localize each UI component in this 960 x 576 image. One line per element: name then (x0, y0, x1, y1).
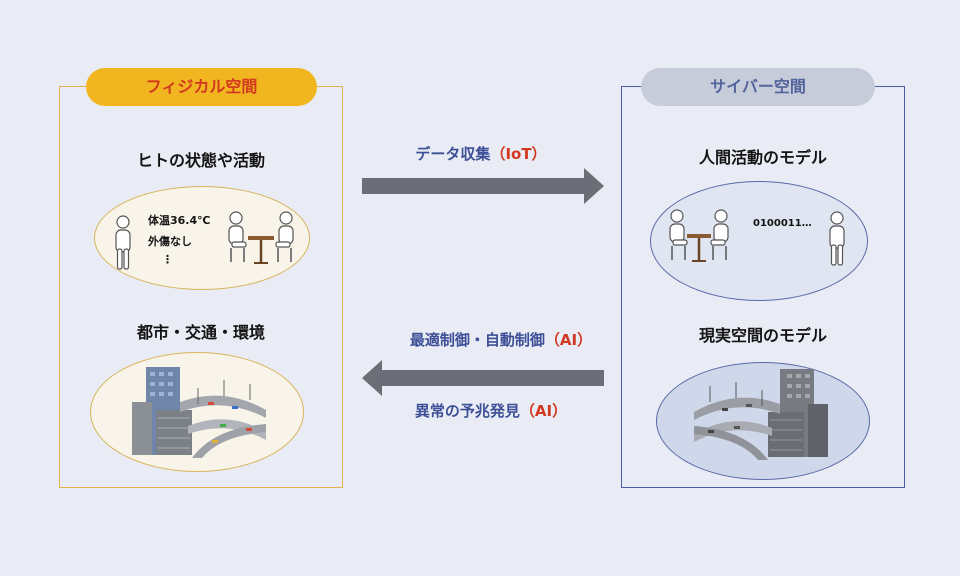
seated-people-model-icon (669, 209, 729, 262)
physical-space-label: フィジカル空間 (86, 68, 317, 106)
injury-status-text: 外傷なし (148, 235, 192, 248)
optimal-control-label: 最適制御・自動制御（AI） (409, 331, 593, 349)
standing-person-icon (115, 215, 131, 270)
human-activity-model-heading: 人間活動のモデル (698, 148, 827, 167)
body-temperature-text: 体温36.4℃ (148, 214, 211, 227)
real-space-model-ellipse (656, 362, 870, 480)
binary-data-text: 0100011… (753, 218, 812, 229)
city-model-icon (694, 369, 828, 460)
cyber-space-label: サイバー空間 (641, 68, 875, 106)
iot-collection-label: データ収集（IoT） (415, 145, 547, 163)
more-ellipsis-text: ⋮ (162, 253, 173, 266)
city-highway-icon (132, 367, 266, 458)
arrow-to-physical-icon (362, 360, 604, 396)
arrow-to-cyber-icon (362, 168, 604, 204)
real-space-model-heading: 現実空間のモデル (698, 326, 827, 345)
standing-person-model-icon (829, 211, 845, 266)
city-environment-heading: 都市・交通・環境 (136, 323, 265, 342)
seated-people-icon (228, 211, 294, 264)
anomaly-detection-label: 異常の予兆発見（AI） (414, 402, 568, 420)
human-state-heading: ヒトの状態や活動 (136, 151, 265, 170)
